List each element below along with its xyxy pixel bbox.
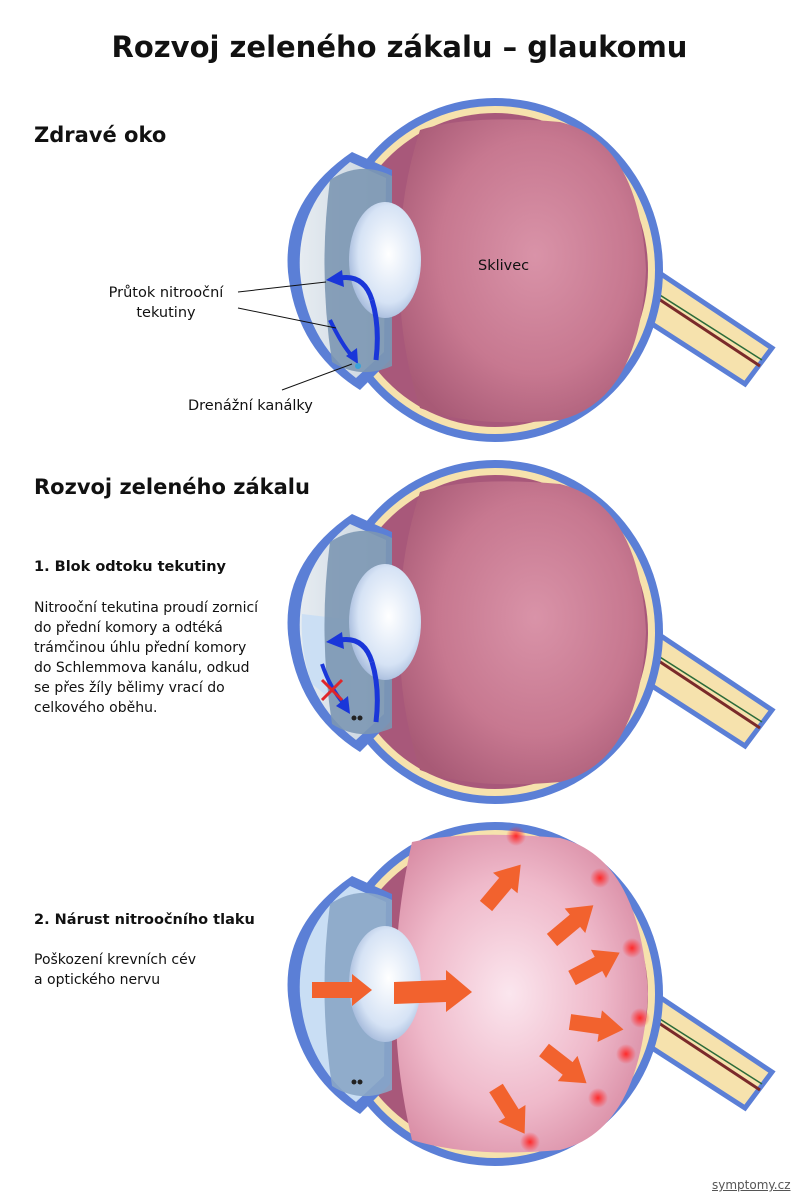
label-drainage: Drenážní kanálky — [188, 398, 313, 414]
damage-spot — [630, 1008, 650, 1028]
damage-spot — [506, 826, 526, 846]
pressure-eye-diagram — [287, 822, 776, 1166]
damage-spot — [588, 1088, 608, 1108]
callout-line-flow-1 — [237, 281, 327, 293]
drainage-canal — [351, 1079, 357, 1085]
healthy-eye-diagram — [237, 98, 776, 442]
step1-line: se přes žíly bělimy vrací do — [34, 680, 225, 696]
pressure-arrow-icon — [568, 949, 620, 986]
label-flow-line: tekutiny — [136, 305, 196, 321]
step1-line: do Schlemmova kanálu, odkud — [34, 660, 250, 676]
flow-arrow-head-icon — [346, 348, 358, 364]
section-heading-development: Rozvoj zeleného zákalu — [34, 475, 310, 499]
pressure-arrow-icon — [568, 1010, 624, 1043]
flow-arrow-icon — [369, 661, 380, 723]
drainage-canal — [351, 715, 357, 721]
lens — [349, 564, 421, 680]
step1-title: 1. Blok odtoku tekutiny — [34, 559, 226, 575]
lens — [349, 202, 421, 318]
damage-spot — [590, 868, 610, 888]
lens — [349, 926, 421, 1042]
page-title: Rozvoj zeleného zákalu – glaukomu — [111, 30, 688, 64]
step1-line: Nitrooční tekutina proudí zornicí — [34, 600, 259, 616]
label-flow: Průtok nitrooční tekutiny — [96, 283, 236, 323]
section-heading-healthy: Zdravé oko — [34, 123, 167, 147]
label-flow-line: Průtok nitrooční — [108, 285, 224, 301]
step1-description: Nitrooční tekutina proudí zornicí do pře… — [34, 598, 284, 718]
vitreous-body — [399, 119, 646, 423]
flow-arrow-head-icon — [326, 270, 344, 287]
damage-spot — [622, 938, 642, 958]
flow-arrow-icon — [339, 636, 375, 663]
damage-spot — [616, 1044, 636, 1064]
step2-description: Poškození krevních cév a optického nervu — [34, 950, 284, 990]
blocked-eye-diagram — [287, 460, 776, 804]
drainage-canal — [357, 715, 363, 721]
damage-spots — [506, 826, 650, 1152]
block-x-icon — [320, 678, 344, 702]
pressure-arrow-icon — [479, 864, 521, 912]
flow-arrow-head-icon — [326, 632, 344, 649]
step1-line: celkového oběhu. — [34, 700, 158, 716]
step1-line: trámčinou úhlu přední komory — [34, 640, 247, 656]
pressure-arrow-icon — [394, 970, 472, 1012]
pressure-arrow-icon — [539, 1043, 587, 1084]
step2-line: Poškození krevních cév — [34, 952, 196, 968]
brand-watermark: symptomy.cz — [712, 1178, 791, 1192]
label-vitreous: Sklivec — [478, 258, 530, 274]
pressure-arrow-icon — [546, 905, 594, 947]
flow-arrow-head-icon — [336, 696, 350, 714]
damage-spot — [520, 1132, 540, 1152]
step2-title: 2. Nárust nitroočního tlaku — [34, 912, 255, 928]
vitreous-body — [399, 481, 646, 785]
callout-line-flow-2 — [237, 307, 337, 329]
pressure-arrows — [312, 864, 624, 1134]
step1-line: do přední komory a odtéká — [34, 620, 223, 636]
drainage-canal — [357, 1079, 363, 1085]
flow-arrow-icon — [339, 274, 375, 301]
pressure-arrow-icon — [312, 974, 372, 1006]
step2-line: a optického nervu — [34, 972, 161, 988]
flow-arrow-icon — [369, 299, 380, 361]
drainage-canal — [355, 363, 361, 369]
callout-line-drainage — [281, 363, 353, 391]
pressure-arrow-icon — [489, 1083, 526, 1134]
